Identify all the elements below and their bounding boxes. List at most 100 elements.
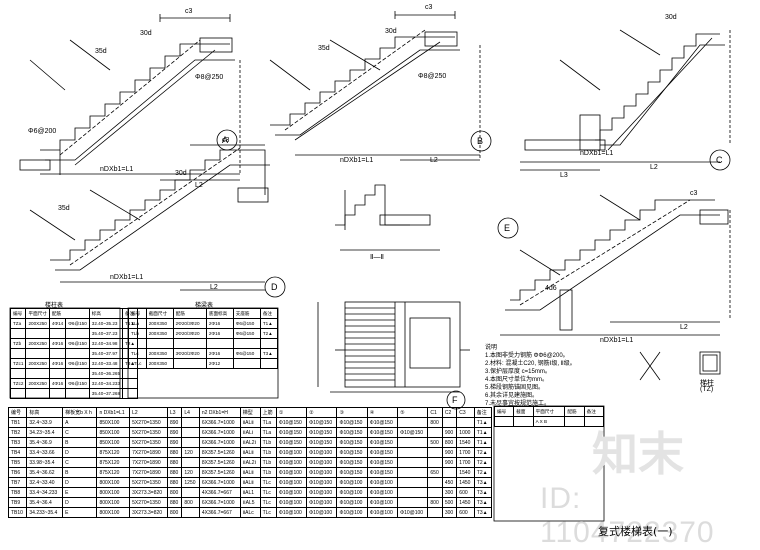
table-cell: Φ10@100	[275, 467, 308, 478]
table-cell: Φ10@100	[397, 507, 429, 518]
table-cell: Φ10@100	[366, 487, 399, 498]
table-cell	[122, 388, 138, 399]
table-cell: 32.4~33.40	[26, 477, 64, 488]
table-cell: Φ10@100	[306, 507, 338, 518]
table-cell: Φ10@100	[275, 507, 308, 518]
table-cell: TB4	[7, 447, 28, 458]
table-cell: Φ10@100	[306, 477, 338, 488]
table-cell: T1▲	[473, 437, 493, 448]
table-cell: Φ10@100	[306, 447, 338, 458]
header-cell: 梯板宽b X h	[62, 407, 98, 418]
table-cell: ⅡALⅡ	[239, 417, 261, 428]
table-cell: 3Φ20/2Φ20	[172, 348, 207, 359]
header-cell: 标高	[26, 407, 64, 418]
table-cell: 800X100	[96, 507, 131, 518]
left-table-title: 楼柱表	[45, 303, 64, 309]
table-cell	[9, 388, 27, 399]
table-cell: ⅠⅠAL2Ⅰ	[239, 457, 261, 468]
section-label: Ⅱ—Ⅱ	[370, 254, 384, 261]
view-e-letter: E	[504, 223, 511, 233]
table-cell	[397, 467, 429, 478]
view-a-letter: A	[222, 135, 229, 145]
table-cell: Φ10@150	[306, 437, 338, 448]
tz-label: 梯柱	[700, 380, 714, 387]
table-cell	[25, 368, 50, 379]
view-d-marker	[264, 276, 286, 298]
table-cell: TLb	[128, 328, 147, 339]
table-cell: Φ10@150	[275, 427, 308, 438]
table-cell	[9, 348, 27, 359]
table-cell: 1700	[456, 457, 475, 468]
table-cell: T1▲	[259, 318, 279, 329]
table-cell	[172, 338, 207, 349]
header-cell: 标高	[88, 308, 124, 319]
table-cell: 600	[456, 487, 475, 498]
table-cell: Φ10@150	[336, 437, 368, 448]
header-cell: C2	[441, 407, 458, 418]
notes-line: 4.本图尺寸单位为mm。	[485, 377, 549, 383]
table-cell: ⅠⅠALⅠ	[239, 427, 261, 438]
table-cell: T3▲	[259, 348, 279, 359]
table-cell: Φ10@150	[366, 447, 399, 458]
table-cell: 6X366.7=1000	[198, 427, 241, 438]
tz-sub: (TZ)	[700, 386, 714, 393]
header-cell: 备注	[473, 407, 493, 418]
notes-line: 3.保护层厚度 c=15mm。	[485, 369, 551, 375]
table-cell	[205, 338, 234, 349]
table-cell: 35.40~36.265	[88, 368, 124, 379]
table-cell: T2▲	[473, 457, 493, 468]
table-cell	[181, 487, 200, 498]
table-cell: 2Φ16	[205, 348, 234, 359]
header-cell: C1	[427, 407, 443, 418]
table-cell: 890	[166, 417, 183, 428]
table-cell: 200X250	[25, 318, 50, 329]
table-cell: TLa	[259, 427, 277, 438]
header-cell: 截面	[513, 406, 534, 417]
table-cell: Φ6@150	[232, 328, 261, 339]
cell: A X B	[532, 416, 566, 427]
table-cell: 880	[166, 447, 183, 458]
table-cell	[181, 417, 200, 428]
table-cell: Φ10@150	[366, 437, 399, 448]
table-cell: A	[62, 417, 98, 428]
table-cell: 450	[441, 477, 458, 488]
stair-view-e	[500, 194, 731, 336]
table-cell: 875X120	[96, 447, 131, 458]
table-cell: E	[62, 487, 98, 498]
table-cell: 33.4~34.233	[26, 487, 64, 498]
table-row	[128, 338, 279, 349]
notes-line: 1.本图非受力钢筋 ΦΦ6@200。	[485, 353, 569, 359]
table-cell: ⅡALⅡ	[239, 467, 261, 478]
table-cell: 800	[427, 417, 443, 428]
table-cell: Φ10@100	[366, 477, 399, 488]
table-cell: 800	[441, 437, 458, 448]
table-cell	[25, 328, 50, 339]
header-cell: 上筋	[259, 407, 277, 418]
page-caption: 复式楼梯表(一)	[598, 525, 673, 538]
table-cell: 1450	[456, 477, 475, 488]
table-cell: 1540	[456, 467, 475, 478]
view-e-c3: c3	[690, 190, 698, 197]
column-detail	[639, 351, 721, 381]
table-cell: 900	[441, 427, 458, 438]
table-cell: ⅠⅠAL2Ⅰ	[239, 437, 261, 448]
notes-title: 说明	[485, 345, 498, 351]
table-cell: TB3	[7, 437, 28, 448]
table-cell	[181, 427, 200, 438]
header-cell: ④	[366, 407, 399, 418]
table-cell	[25, 348, 50, 359]
table-cell: 200X350	[145, 358, 174, 369]
table-cell: T2▲	[473, 467, 493, 478]
table-cell: 35.4~36.9	[26, 437, 64, 448]
table-cell: T3▲	[473, 497, 493, 508]
table-cell	[48, 388, 67, 399]
table-cell: 3X273.3=820	[129, 507, 168, 518]
table-cell: 32.4~33.9	[26, 417, 64, 428]
view-a-35d: 35d	[95, 48, 107, 55]
